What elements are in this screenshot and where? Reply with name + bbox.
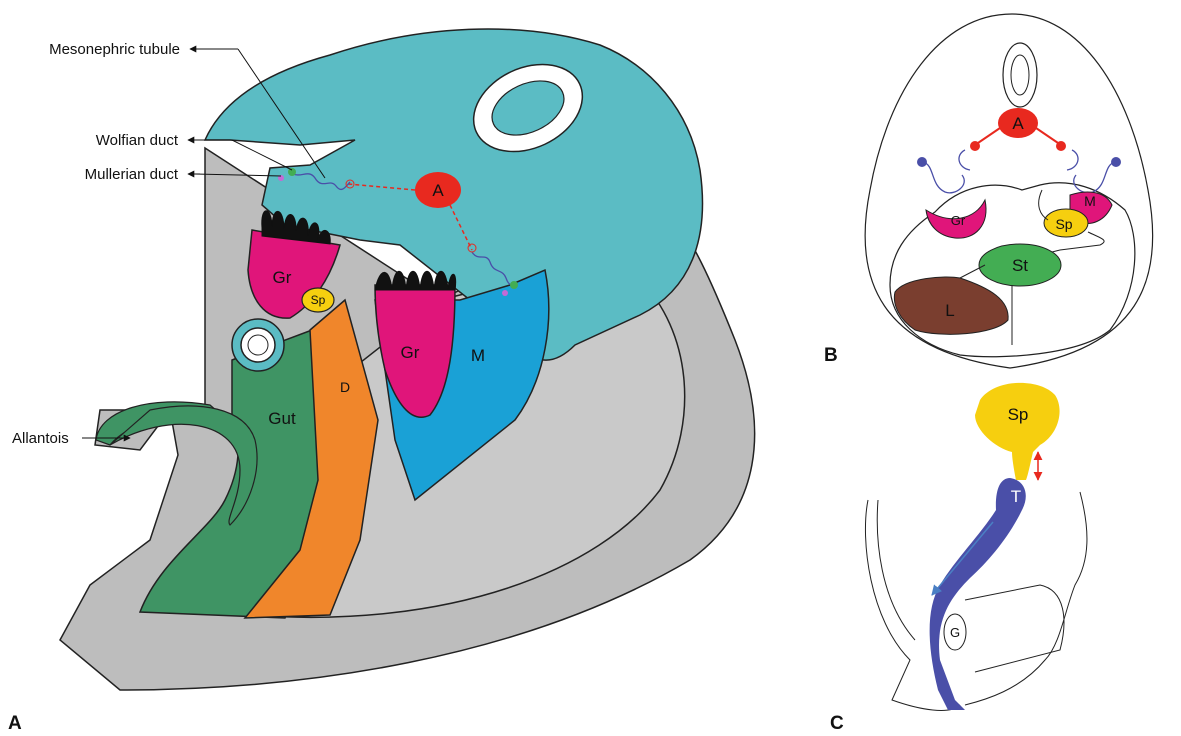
label-mullerian-duct: Mullerian duct [85,166,179,183]
panel-b: A Gr M Sp St L B [824,14,1153,368]
organ-label-m: M [471,346,485,365]
organ-label-a: A [432,181,444,200]
organ-label-sp: Sp [311,293,326,307]
organ-label-gr-left: Gr [273,268,292,287]
label-wolfian-duct: Wolfian duct [96,132,179,149]
label-mesonephric-tubule: Mesonephric tubule [49,41,180,58]
mullerian-duct-dot-right [502,290,508,296]
splenic-primordium-c [975,383,1060,480]
organ-label-gut: Gut [268,409,296,428]
aorta-b-node-right [1056,141,1066,151]
organ-label-b-gr: Gr [951,213,966,228]
panel-c: Sp T G C [830,383,1087,734]
organ-label-b-l: L [945,301,954,320]
aorta-b-node-left [970,141,980,151]
panel-b-label: B [824,345,838,366]
panel-c-label: C [830,713,844,734]
organ-label-c-t: T [1011,487,1021,506]
label-allantois: Allantois [12,430,69,447]
organ-label-c-sp: Sp [1008,405,1029,424]
neural-tube-b-inner [1011,55,1029,95]
outline-c-body [965,585,1064,672]
gut-lumen-center [248,335,268,355]
gonadal-ridge-right-cords [375,271,456,290]
panel-a: Mesonephric tubule Wolfian duct Mulleria… [8,29,755,734]
panel-a-label: A [8,713,22,734]
organ-label-b-st: St [1012,256,1028,275]
organ-label-d: D [340,379,350,395]
organ-label-b-sp: Sp [1055,216,1072,232]
organ-label-c-g: G [950,625,960,640]
outline-c-right [965,492,1087,705]
wolffian-duct-dot-left [288,168,296,176]
organ-label-b-m: M [1084,193,1096,209]
duct-node-b-left [917,157,927,167]
duct-node-b-right [1111,157,1121,167]
organ-label-b-a: A [1012,114,1024,133]
testis-tube-c [930,478,1026,710]
organ-label-gr-right: Gr [401,343,420,362]
wolffian-duct-dot-right [510,281,518,289]
